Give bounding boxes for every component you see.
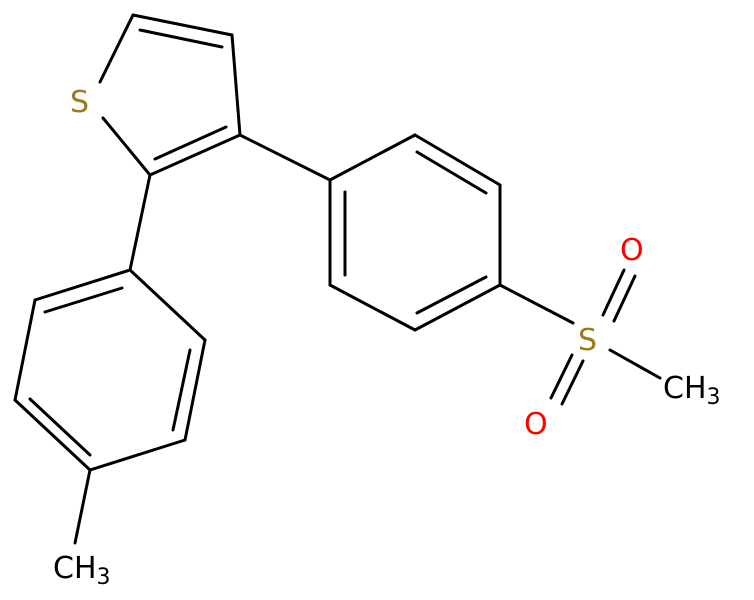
- bond-double-inner: [138, 28, 224, 49]
- bond-double-inner: [28, 397, 92, 457]
- bond-double-inner: [43, 286, 124, 314]
- methyl-tolyl-label: CH3: [53, 551, 111, 590]
- bond: [73, 468, 92, 545]
- bond: [498, 283, 575, 325]
- bond-s-o: [549, 353, 574, 400]
- bond: [328, 133, 417, 182]
- bond-double-inner: [415, 275, 488, 315]
- bonds: [13, 13, 662, 545]
- bond: [148, 133, 242, 177]
- bond: [98, 13, 135, 84]
- bond-double-inner: [171, 348, 192, 432]
- bond-s-o: [560, 359, 585, 406]
- bond-double-inner: [153, 125, 228, 161]
- bond: [101, 116, 152, 177]
- bond: [13, 298, 37, 402]
- bond: [13, 398, 92, 472]
- bond: [413, 133, 502, 187]
- bond: [128, 173, 152, 272]
- atom-labels: S S O O CH3 CH3: [53, 85, 721, 590]
- methyl-sulfonyl-label: CH3: [663, 371, 721, 410]
- bond: [183, 338, 207, 442]
- bond: [608, 348, 662, 380]
- bond: [33, 268, 132, 302]
- bond-double-inner: [415, 150, 488, 195]
- thiophene-sulfur-label: S: [70, 85, 89, 120]
- bond: [88, 438, 187, 472]
- bond-s-o: [612, 274, 637, 323]
- bond: [230, 33, 242, 137]
- bond: [128, 268, 207, 342]
- sulfonyl-sulfur-label: S: [578, 323, 597, 358]
- oxygen-bottom-label: O: [524, 407, 548, 442]
- bond: [328, 283, 417, 332]
- bond: [131, 13, 234, 37]
- oxygen-top-label: O: [620, 233, 644, 268]
- bond: [238, 133, 332, 182]
- bond-s-o: [601, 268, 626, 317]
- bond: [413, 283, 502, 332]
